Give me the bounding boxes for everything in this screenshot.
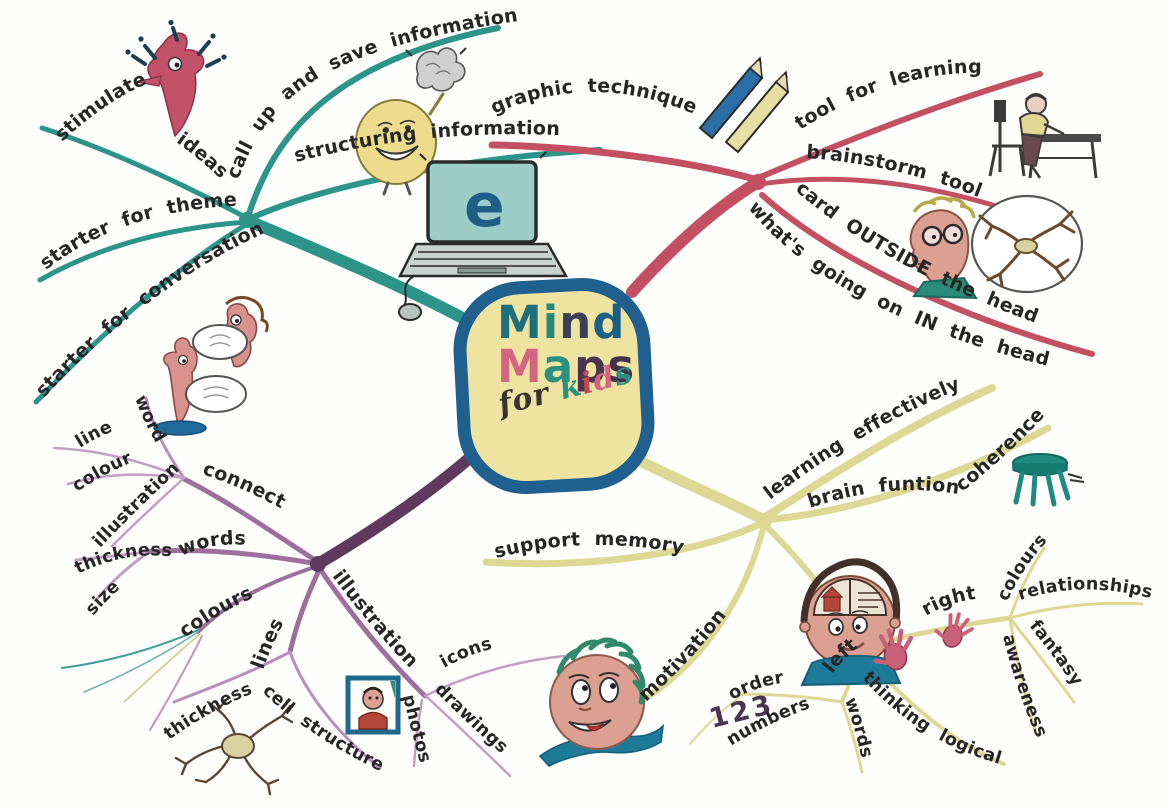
- center-title-line2: Maps: [497, 340, 636, 394]
- talking-creatures-icon: [153, 296, 269, 436]
- branch-tool-learning: [755, 71, 1043, 181]
- laptop-icon: e: [397, 151, 569, 321]
- technique-branch-lines: [488, 71, 1095, 357]
- label-graphic-technique: graphic technique: [487, 75, 700, 119]
- branch-ideas-trunk: [241, 214, 476, 328]
- label-colours-style: colours: [175, 582, 256, 642]
- branch-words: [840, 700, 864, 774]
- branch-order: [738, 692, 844, 704]
- label-colour: colour: [69, 448, 135, 496]
- branch-awareness: [1008, 616, 1038, 736]
- label-right: right: [918, 582, 977, 620]
- label-relationships: relationships: [1016, 574, 1155, 604]
- style-branch-junction: [310, 556, 326, 572]
- branch-graphic: [488, 141, 762, 184]
- label-illustration-main: illustration: [328, 566, 423, 672]
- branch-photos: [412, 698, 424, 768]
- branch-starter-conversation: [33, 221, 250, 405]
- branch-card-outside: [759, 192, 1095, 357]
- label-motivation: motivation: [634, 604, 730, 705]
- center-node: [453, 277, 655, 495]
- center-title: Mind Maps for kids: [495, 296, 657, 423]
- branch-icons: [423, 654, 566, 698]
- stool-icon: [1012, 453, 1085, 507]
- branch-size: [94, 552, 148, 602]
- branch-word: [144, 396, 186, 480]
- branch-call-up: [244, 25, 501, 223]
- branch-thickness2: [172, 650, 292, 704]
- branch-fantasy: [1008, 616, 1076, 704]
- ideas-branch-lines: [33, 25, 603, 405]
- label-line: line: [72, 417, 115, 452]
- label-icons: icons: [437, 634, 494, 672]
- branch-numbers: [689, 694, 743, 745]
- label-stimulate: stimulate: [51, 68, 150, 146]
- green-hair-boy-icon: [538, 637, 665, 768]
- brain-head-boy-icon: [799, 558, 902, 687]
- person-at-desk-icon: [988, 93, 1101, 179]
- branch-lines-p: [287, 565, 323, 655]
- framed-photo-icon: [345, 675, 401, 735]
- exclamation-creature-icon: [125, 19, 227, 138]
- style-branch-lines: [52, 396, 566, 778]
- left-hand-icon: [873, 628, 914, 671]
- lightbulb-brain-icon: [355, 47, 467, 196]
- branch-illustration2: [315, 563, 428, 699]
- branch-relationships: [1008, 601, 1144, 620]
- colour-fan-lightteal: [83, 631, 199, 693]
- branch-technique-trunk: [626, 176, 764, 298]
- label-support-memory: support memory: [492, 528, 686, 563]
- ideas-branch-junction: [239, 212, 255, 228]
- learning-branch-junction: [756, 513, 772, 529]
- branch-line: [52, 446, 186, 480]
- branch-starter-theme: [37, 219, 250, 283]
- label-ideas: ideas: [173, 128, 233, 183]
- label-lines: lines: [247, 614, 288, 671]
- branch-brainstorm: [757, 176, 999, 209]
- thought-bubble-neuron-icon: [970, 194, 1084, 294]
- colour-fan-khaki: [123, 633, 201, 703]
- label-words-left: words: [840, 695, 876, 760]
- label-connect: connect: [200, 458, 289, 513]
- branch-connect: [181, 476, 321, 565]
- label-tool-for-learning: tool for learning: [791, 56, 982, 134]
- technique-branch-junction: [750, 174, 766, 190]
- laptop-screen-letter: e: [464, 171, 505, 241]
- label-word: word: [130, 393, 169, 447]
- branch-drawings: [426, 696, 512, 778]
- branch-illustration-s: [110, 476, 186, 548]
- label-brainstorm-tool: brainstorm tool: [806, 141, 986, 202]
- branch-colour: [66, 473, 186, 486]
- branch-words-p: [141, 548, 321, 567]
- branch-brain-function: [760, 424, 1052, 524]
- label-thinking-logical: thinking logical: [858, 668, 1004, 769]
- branch-motivation: [637, 521, 767, 705]
- branch-learning-trunk: [632, 454, 770, 526]
- branch-thickness1: [74, 550, 148, 562]
- pencils-icon: [698, 56, 790, 154]
- right-hand-icon: [934, 612, 974, 648]
- label-photos: photos: [398, 693, 435, 765]
- branch-learning-effectively: [760, 384, 996, 522]
- colour-fan-teal: [61, 629, 199, 669]
- branch-cell-structure: [288, 650, 382, 770]
- label-size: size: [82, 577, 124, 620]
- colour-fan-pink: [149, 635, 203, 731]
- center-title-line1: Mind: [497, 296, 626, 349]
- label-drawings: drawings: [431, 679, 512, 757]
- branch-style-trunk: [312, 450, 478, 570]
- branch-stimulate: [39, 125, 250, 221]
- neuron-cell-icon: [174, 698, 294, 796]
- branch-colours-right: [1008, 546, 1046, 620]
- branch-colours-p: [196, 564, 320, 634]
- branch-support-memory: [482, 518, 768, 568]
